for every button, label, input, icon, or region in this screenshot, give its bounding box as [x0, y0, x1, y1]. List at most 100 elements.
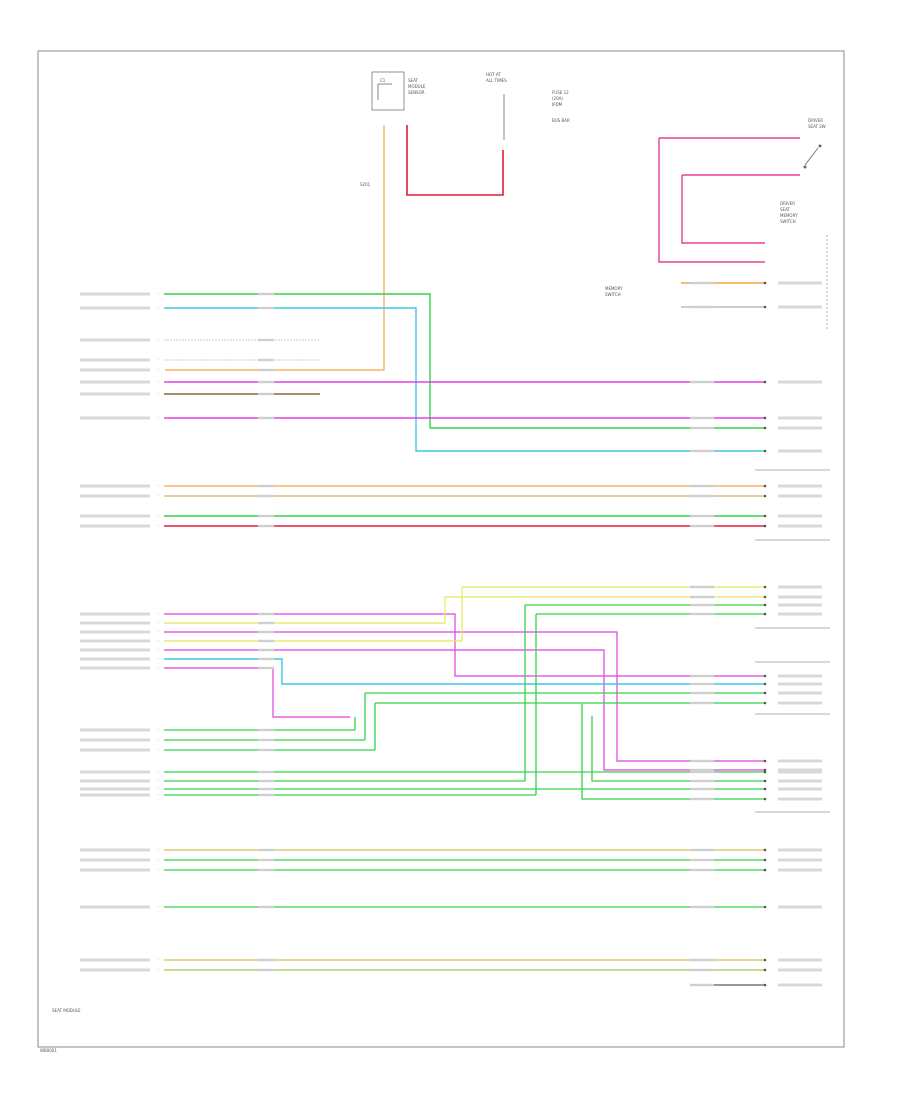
wire-color-label	[690, 968, 714, 972]
circuit-label	[80, 770, 150, 774]
terminal-label	[778, 682, 822, 686]
svg-text:C1: C1	[380, 78, 386, 83]
circuit-label	[80, 338, 150, 342]
wire-code-label	[258, 306, 274, 310]
circuit-label	[80, 748, 150, 752]
wire-code-label	[258, 524, 274, 528]
pin-number: ·	[158, 368, 159, 373]
svg-text:SEAT SW: SEAT SW	[808, 124, 826, 129]
terminal-pin	[763, 595, 767, 599]
wire-color-label	[690, 958, 714, 962]
circuit-label	[80, 779, 150, 783]
pin-number: ·	[158, 958, 159, 963]
connector-pins: ································	[158, 281, 767, 987]
terminal-pin	[763, 858, 767, 862]
svg-text:BUS BAR: BUS BAR	[552, 118, 570, 123]
wire-color-label	[690, 787, 714, 791]
wire-code-label	[258, 666, 274, 670]
svg-text:SEAT: SEAT	[408, 78, 418, 83]
wire-color-label	[690, 858, 714, 862]
terminal-label	[778, 426, 822, 430]
terminal-label	[778, 281, 822, 285]
terminal-label	[778, 958, 822, 962]
circuit-label	[80, 858, 150, 862]
wire-color-label	[690, 494, 714, 498]
pin-number: ·	[158, 779, 159, 784]
pin-number: ·	[158, 338, 159, 343]
svg-text:DRIVER: DRIVER	[780, 201, 795, 206]
wire-code-label	[258, 657, 274, 661]
terminal-pin	[763, 380, 767, 384]
diagram-frame	[37, 50, 845, 1048]
wire-color-label	[690, 868, 714, 872]
circuit-label	[80, 905, 150, 909]
terminal-label	[778, 612, 822, 616]
wire-color-label	[690, 905, 714, 909]
pin-number: ·	[158, 648, 159, 653]
wire-color-label	[690, 848, 714, 852]
wire-color-label	[690, 281, 714, 285]
terminal-label	[778, 770, 822, 774]
terminal-pin	[763, 779, 767, 783]
terminal-label	[778, 494, 822, 498]
circuit-label	[80, 657, 150, 661]
wire-code-label	[258, 484, 274, 488]
wire-color-label	[690, 603, 714, 607]
svg-text:SWITCH: SWITCH	[780, 219, 796, 224]
terminal-label	[778, 797, 822, 801]
terminal-label	[778, 768, 822, 772]
terminal-pin	[763, 770, 767, 774]
pin-number: ·	[158, 868, 159, 873]
terminal-pin	[763, 281, 767, 285]
svg-text:SENSOR: SENSOR	[408, 90, 425, 95]
wire-color-label	[690, 524, 714, 528]
terminal-label	[778, 449, 822, 453]
circuit-label	[80, 514, 150, 518]
wire-code-label	[258, 958, 274, 962]
pin-number: ·	[158, 514, 159, 519]
svg-text:IPDM: IPDM	[552, 102, 563, 107]
wire-color-label	[690, 595, 714, 599]
wire-color-label	[690, 484, 714, 488]
terminal-label	[778, 848, 822, 852]
terminal-pin	[763, 701, 767, 705]
pin-number: ·	[158, 494, 159, 499]
circuit-label	[80, 848, 150, 852]
pin-number: ·	[158, 968, 159, 973]
svg-text:(20A): (20A)	[552, 96, 563, 101]
terminal-label	[778, 416, 822, 420]
svg-text:SEAT: SEAT	[780, 207, 790, 212]
circuit-label	[80, 738, 150, 742]
wire-code-label	[258, 639, 274, 643]
circuit-label	[80, 292, 150, 296]
terminal-label	[778, 514, 822, 518]
fuse-component: HOT AT ALL TIMES FUSE 12 (20A) IPDM BUS …	[486, 72, 570, 140]
circuit-label	[80, 728, 150, 732]
circuit-label	[80, 612, 150, 616]
wire-code-label	[258, 648, 274, 652]
circuit-label	[80, 524, 150, 528]
pin-number: ·	[158, 306, 159, 311]
terminal-label	[778, 305, 822, 309]
terminal-pin	[763, 968, 767, 972]
terminal-label	[778, 524, 822, 528]
pin-number: ·	[158, 793, 159, 798]
wire-color-label	[690, 759, 714, 763]
terminal-pin	[763, 905, 767, 909]
pin-number: ·	[158, 416, 159, 421]
circuit-label	[80, 416, 150, 420]
wire-color-label	[690, 691, 714, 695]
circuit-label	[80, 392, 150, 396]
wire-code-label	[258, 368, 274, 372]
wire-color-label	[690, 701, 714, 705]
circuit-label	[80, 621, 150, 625]
terminal-pin	[763, 585, 767, 589]
wire-color-label	[690, 682, 714, 686]
wire-color-label	[690, 514, 714, 518]
wire-color-label	[690, 674, 714, 678]
wire-code-label	[258, 514, 274, 518]
terminal-pin	[763, 449, 767, 453]
wire-code-label	[258, 392, 274, 396]
terminal-label	[778, 380, 822, 384]
wire-code-label	[258, 416, 274, 420]
